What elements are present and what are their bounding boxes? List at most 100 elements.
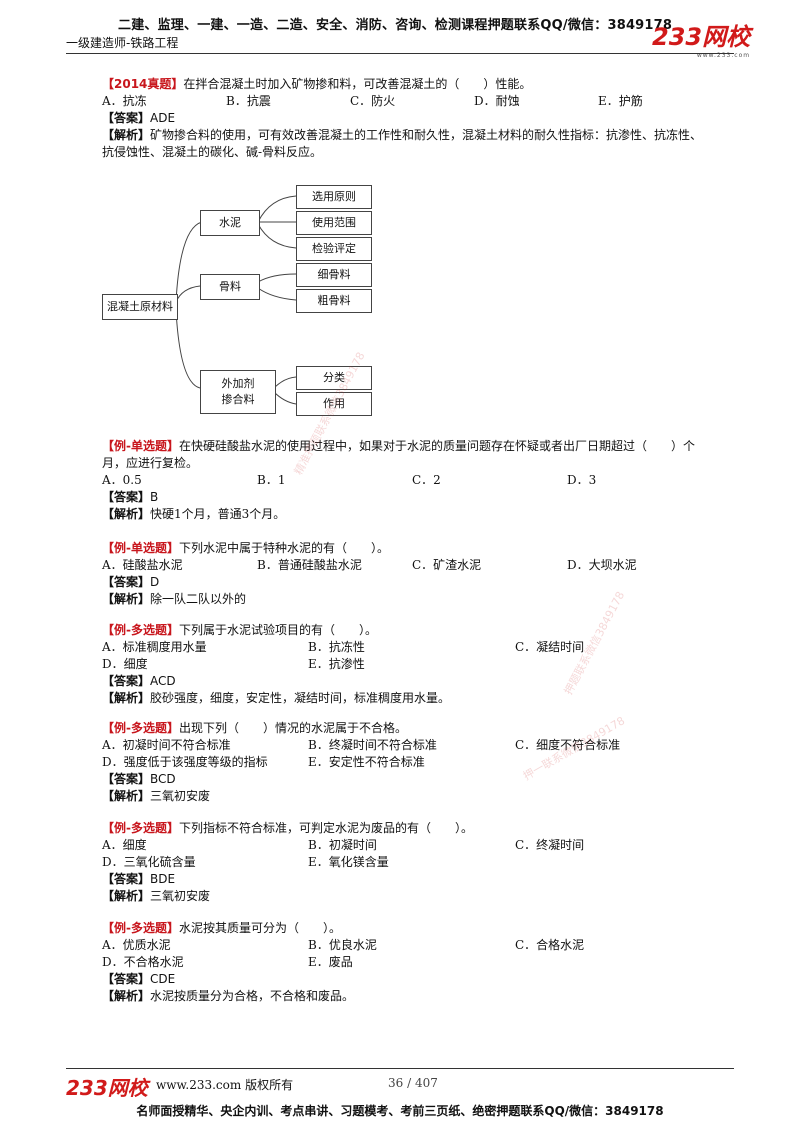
answer-label: 【答案】 <box>102 490 151 504</box>
option-a: A．标准稠度用水量 <box>102 640 207 654</box>
option-e: E．氧化镁含量 <box>308 855 389 869</box>
header-contact-line: 二建、监理、一建、一造、二造、安全、消防、咨询、检测课程押题联系QQ/微信：38… <box>118 18 673 33</box>
header-logo: 233网校 www.233.com <box>652 17 750 59</box>
option-c: C．终凝时间 <box>515 838 585 852</box>
option-c: C．防火 <box>350 94 396 108</box>
option-a: A．细度 <box>102 838 147 852</box>
options-row: D．强度低于该强度等级的指标 E．安定性不符合标准 <box>102 754 722 771</box>
option-b: B．普通硅酸盐水泥 <box>257 558 362 572</box>
diagram-leaf-classification: 分类 <box>296 366 372 390</box>
question-multi-3: 【例-多选题】下列指标不符合标准，可判定水泥为废品的有（ ）。 A．细度 B．初… <box>102 820 722 905</box>
diagram-branch-aggregate: 骨料 <box>200 274 260 300</box>
page-number: 36 / 407 <box>388 1076 438 1090</box>
options-row: A．0.5 B．1 C．2 D．3 <box>102 472 722 489</box>
option-b: B．优良水泥 <box>308 938 377 952</box>
option-b: B．初凝时间 <box>308 838 377 852</box>
option-a: A．0.5 <box>102 473 142 487</box>
option-a: A．硅酸盐水泥 <box>102 558 183 572</box>
footer-logo: 233网校 <box>66 1076 148 1100</box>
options-row: A．初凝时间不符合标准 B．终凝时间不符合标准 C．细度不符合标准 <box>102 737 722 754</box>
question-stem: 下列水泥中属于特种水泥的有（ ）。 <box>178 541 389 555</box>
options-row: A．抗冻 B．抗震 C．防火 D．耐蚀 E．护筋 <box>102 93 722 110</box>
answer-label: 【答案】 <box>102 972 151 986</box>
analysis-label: 【解析】 <box>102 592 151 606</box>
option-b: B．抗震 <box>226 94 271 108</box>
options-row: D．三氧化硫含量 E．氧化镁含量 <box>102 854 722 871</box>
document-subtitle: 一级建造师-铁路工程 <box>66 36 179 50</box>
analysis-label: 【解析】 <box>102 691 151 705</box>
option-c: C．2 <box>412 473 441 487</box>
analysis-text: 矿物掺合料的使用，可有效改善混凝土的工作性和耐久性，混凝土材料的耐久性指标：抗渗… <box>102 128 703 159</box>
question-tag: 【例-单选题】 <box>102 439 179 453</box>
options-row: A．优质水泥 B．优良水泥 C．合格水泥 <box>102 937 722 954</box>
analysis-label: 【解析】 <box>102 507 151 521</box>
option-e: E．废品 <box>308 955 353 969</box>
analysis-label: 【解析】 <box>102 989 151 1003</box>
answer-label: 【答案】 <box>102 872 151 886</box>
question-2014: 【2014真题】在拌合混凝土时加入矿物掺和料，可改善混凝土的（ ）性能。 A．抗… <box>102 76 722 161</box>
option-e: E．护筋 <box>598 94 643 108</box>
options-row: A．细度 B．初凝时间 C．终凝时间 <box>102 837 722 854</box>
analysis-text: 水泥按质量分为合格，不合格和废品。 <box>150 989 355 1003</box>
option-e: E．安定性不符合标准 <box>308 755 425 769</box>
analysis-text: 三氧初安废 <box>150 789 211 803</box>
question-stem: 下列属于水泥试验项目的有（ ）。 <box>178 623 377 637</box>
option-d: D．耐蚀 <box>474 94 520 108</box>
question-stem: 出现下列（ ）情况的水泥属于不合格。 <box>178 721 407 735</box>
question-single-1: 【例-单选题】在快硬硅酸盐水泥的使用过程中，如果对于水泥的质量问题存在怀疑或者出… <box>102 438 722 523</box>
question-multi-2: 【例-多选题】出现下列（ ）情况的水泥属于不合格。 A．初凝时间不符合标准 B．… <box>102 720 722 805</box>
question-multi-1: 【例-多选题】下列属于水泥试验项目的有（ ）。 A．标准稠度用水量 B．抗冻性 … <box>102 622 722 707</box>
header-logo-text: 233网校 <box>652 23 751 51</box>
question-tag: 【例-单选题】 <box>102 541 179 555</box>
question-tag: 【例-多选题】 <box>102 623 179 637</box>
option-d: D．不合格水泥 <box>102 955 184 969</box>
options-row: A．标准稠度用水量 B．抗冻性 C．凝结时间 <box>102 639 722 656</box>
answer-value: ADE <box>150 111 176 125</box>
question-tag: 【例-多选题】 <box>102 921 179 935</box>
question-multi-4: 【例-多选题】水泥按其质量可分为（ ）。 A．优质水泥 B．优良水泥 C．合格水… <box>102 920 722 1005</box>
option-c: C．合格水泥 <box>515 938 585 952</box>
option-d: D．强度低于该强度等级的指标 <box>102 755 268 769</box>
answer-label: 【答案】 <box>102 674 151 688</box>
header-divider <box>66 53 734 54</box>
question-tag: 【例-多选题】 <box>102 821 179 835</box>
option-a: A．初凝时间不符合标准 <box>102 738 231 752</box>
question-single-2: 【例-单选题】下列水泥中属于特种水泥的有（ ）。 A．硅酸盐水泥 B．普通硅酸盐… <box>102 540 722 608</box>
question-tag: 【2014真题】 <box>102 77 184 91</box>
diagram-leaf-inspection: 检验评定 <box>296 237 372 261</box>
answer-value: BCD <box>150 772 176 786</box>
option-b: B．抗冻性 <box>308 640 365 654</box>
options-row: A．硅酸盐水泥 B．普通硅酸盐水泥 C．矿渣水泥 D．大坝水泥 <box>102 557 722 574</box>
option-d: D．细度 <box>102 657 148 671</box>
option-d: D．3 <box>567 473 597 487</box>
analysis-text: 除一队二队以外的 <box>150 592 247 606</box>
analysis-text: 三氧初安废 <box>150 889 211 903</box>
answer-label: 【答案】 <box>102 575 151 589</box>
question-stem: 下列指标不符合标准，可判定水泥为废品的有（ ）。 <box>178 821 473 835</box>
answer-value: CDE <box>150 972 176 986</box>
option-c: C．凝结时间 <box>515 640 585 654</box>
analysis-text: 胶砂强度，细度，安定性，凝结时间，标准稠度用水量。 <box>150 691 451 705</box>
diagram-leaf-coarse-aggregate: 粗骨料 <box>296 289 372 313</box>
analysis-label: 【解析】 <box>102 128 151 142</box>
option-e: E．抗渗性 <box>308 657 365 671</box>
option-d: D．大坝水泥 <box>567 558 637 572</box>
options-row: D．不合格水泥 E．废品 <box>102 954 722 971</box>
header-logo-domain: www.233.com <box>696 52 751 59</box>
answer-label: 【答案】 <box>102 111 151 125</box>
options-row: D．细度 E．抗渗性 <box>102 656 722 673</box>
answer-value: BDE <box>150 872 176 886</box>
diagram-leaf-selection: 选用原则 <box>296 185 372 209</box>
option-a: A．抗冻 <box>102 94 147 108</box>
analysis-text: 快硬1个月，普通3个月。 <box>150 507 286 521</box>
diagram-leaf-scope: 使用范围 <box>296 211 372 235</box>
option-d: D．三氧化硫含量 <box>102 855 196 869</box>
analysis-label: 【解析】 <box>102 889 151 903</box>
diagram-leaf-function: 作用 <box>296 392 372 416</box>
diagram-branch-admixture: 外加剂 掺合料 <box>200 370 276 414</box>
answer-label: 【答案】 <box>102 772 151 786</box>
diagram-root: 混凝土原材料 <box>102 294 178 320</box>
footer-copyright: www.233.com 版权所有 <box>156 1078 294 1092</box>
analysis-label: 【解析】 <box>102 789 151 803</box>
concrete-materials-diagram: 混凝土原材料 水泥 骨料 外加剂 掺合料 选用原则 使用范围 检验评定 细骨料 … <box>100 178 400 426</box>
